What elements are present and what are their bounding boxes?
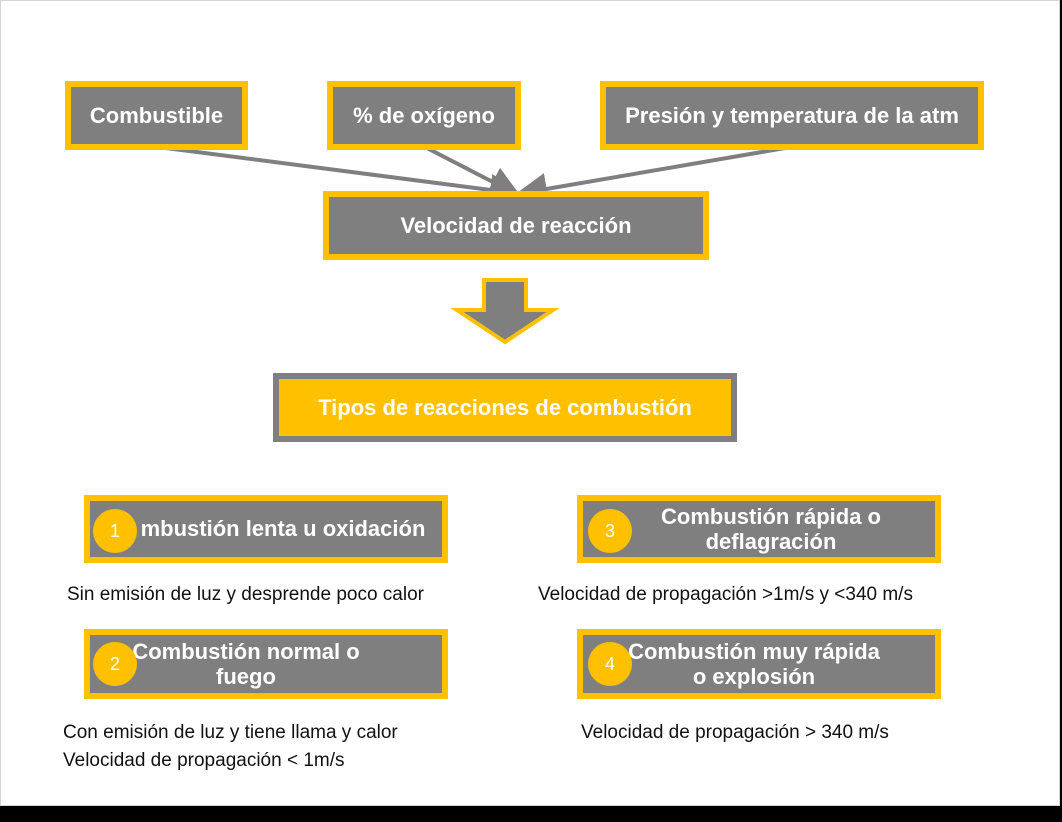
type-4-title-line2: o explosión — [692, 664, 816, 689]
type-1-desc-line: Sin emisión de luz y desprende poco calo… — [67, 584, 424, 605]
type-2-desc-line: Velocidad de propagación < 1m/s — [63, 750, 345, 771]
type-1-box: mbustión lenta u oxidación — [84, 495, 448, 563]
type-4-box: Combustión muy rápida o explosión — [577, 629, 941, 699]
type-3-title-line1: Combustión rápida o — [661, 503, 881, 529]
type-4-description: Velocidad de propagación > 340 m/s — [581, 719, 889, 747]
factor-combustible: Combustible — [65, 81, 248, 150]
type-3-number-badge: 3 — [588, 509, 632, 553]
factor-oxygen-label: % de oxígeno — [353, 102, 495, 128]
factor-pressure-label: Presión y temperatura de la atm — [625, 102, 959, 128]
factor-combustible-label: Combustible — [89, 102, 224, 128]
type-3-box: Combustión rápida o deflagración — [577, 495, 941, 563]
type-2-description: Con emisión de luz y tiene llama y calor… — [63, 719, 398, 775]
type-1-title: mbustión lenta u oxidación — [140, 516, 426, 542]
type-1-number-badge: 1 — [93, 509, 137, 553]
arrow-combustible — [157, 145, 522, 206]
type-2-desc-line: Con emisión de luz y tiene llama y calor — [63, 722, 398, 743]
type-3-desc-line: Velocidad de propagación >1m/s y <340 m/… — [538, 584, 913, 605]
type-3-description: Velocidad de propagación >1m/s y <340 m/… — [538, 581, 913, 609]
type-1-description: Sin emisión de luz y desprende poco calo… — [67, 581, 424, 609]
types-title-label: Tipos de reacciones de combustión — [318, 394, 692, 420]
type-3-title-line2: deflagración — [705, 529, 837, 554]
type-2-title-line2: fuego — [216, 664, 276, 689]
down-arrow-icon — [450, 278, 560, 345]
type-4-title-line1: Combustión muy rápida — [628, 638, 880, 664]
type-4-number: 4 — [604, 653, 615, 674]
type-2-number-badge: 2 — [93, 642, 137, 686]
type-1-number: 1 — [109, 520, 120, 541]
connectors — [157, 145, 792, 345]
reaction-speed-box: Velocidad de reacción — [323, 191, 709, 260]
type-2-box: Combustión normal o fuego — [84, 629, 448, 699]
factor-pressure: Presión y temperatura de la atm — [600, 81, 984, 150]
reaction-speed-label: Velocidad de reacción — [400, 212, 632, 238]
type-3-number: 3 — [604, 520, 615, 541]
type-4-number-badge: 4 — [588, 642, 632, 686]
types-title-box: Tipos de reacciones de combustión — [273, 373, 737, 442]
type-4-desc-line: Velocidad de propagación > 340 m/s — [581, 722, 889, 743]
type-2-title-line1: Combustión normal o — [132, 638, 360, 664]
slide: Combustible % de oxígeno Presión y tempe… — [0, 0, 1060, 806]
type-2-number: 2 — [109, 653, 120, 674]
factor-oxygen: % de oxígeno — [327, 81, 521, 150]
arrow-oxygen — [424, 145, 522, 197]
arrow-pressure — [515, 145, 792, 205]
